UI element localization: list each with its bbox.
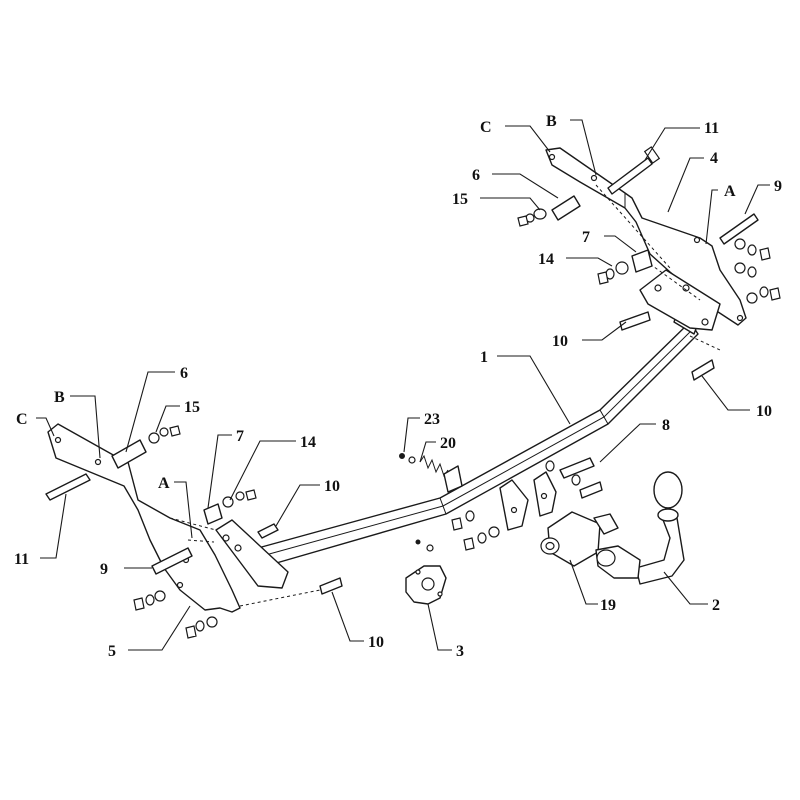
label-a-left: A [158,475,170,492]
label-19: 19 [600,597,616,614]
label-3: 3 [456,643,464,660]
label-1: 1 [480,349,488,366]
label-c-top: C [480,119,492,136]
label-10-right: 10 [756,403,772,420]
center-lug-brackets [499,471,557,531]
label-6-left: 6 [180,365,188,382]
label-a-top: A [724,183,736,200]
bracket-left-part-5 [47,423,331,613]
label-6-top: 6 [472,167,480,184]
label-11-left: 11 [14,551,29,568]
label-10-left: 10 [324,478,340,495]
label-11-top: 11 [704,120,719,137]
crossbeam-part-1 [257,305,701,567]
label-10-topright: 10 [552,333,568,350]
bracket-right-part-4 [545,147,747,351]
label-20: 20 [440,435,456,452]
label-7-top: 7 [582,229,590,246]
callout-labels: C B 11 4 6 15 A 9 7 14 10 1 10 C B 6 15 … [14,113,782,660]
label-23: 23 [424,411,440,428]
label-5: 5 [108,643,116,660]
hardware-fasteners [45,146,781,639]
leader-lines [36,119,770,651]
label-14-left: 14 [300,434,316,451]
label-b-left: B [54,389,65,406]
label-8: 8 [662,417,670,434]
label-14-top: 14 [538,251,554,268]
spring-part-20 [399,453,463,493]
label-15-top: 15 [452,191,468,208]
label-15-left: 15 [184,399,200,416]
label-9-left: 9 [100,561,108,578]
label-7-left: 7 [236,428,244,445]
label-4: 4 [710,150,718,167]
label-b-top: B [546,113,557,130]
label-c-left: C [16,411,28,428]
label-10-bottom: 10 [368,634,384,651]
tow-ball-part-2 [595,471,685,585]
socket-plate-part-3 [405,565,447,605]
electrical-socket-part-19 [540,511,619,567]
label-2: 2 [712,597,720,614]
label-9-top: 9 [774,178,782,195]
